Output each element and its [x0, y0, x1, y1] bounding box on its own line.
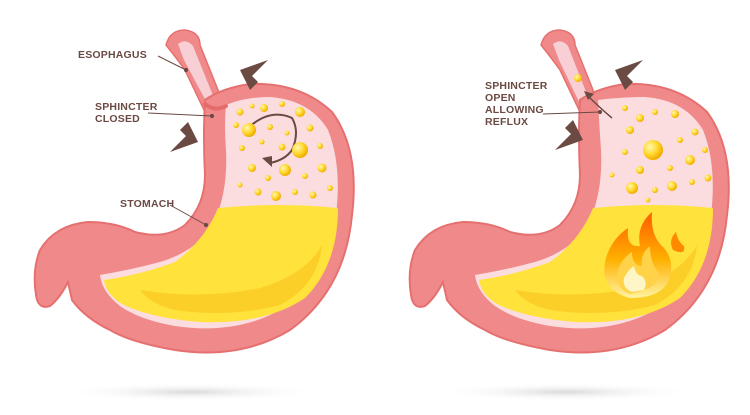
left-shadow [60, 383, 320, 401]
stomach-closed [33, 29, 355, 354]
right-shadow [435, 383, 695, 401]
leader-lines-left [147, 55, 215, 228]
label-sphincter-open: SPHINCTER OPEN ALLOWING REFLUX [485, 80, 548, 128]
label-stomach: STOMACH [120, 198, 175, 210]
arrow-icon [170, 122, 198, 152]
swirl-arrow [247, 113, 297, 164]
flame-icon [604, 212, 685, 298]
leader-lines-right [542, 109, 603, 115]
arrow-icon [555, 120, 583, 150]
label-esophagus: ESOPHAGUS [78, 49, 147, 61]
bubbles-left [233, 101, 333, 201]
bubbles-right [574, 74, 712, 203]
stomach-open [408, 29, 730, 354]
arrow-icon [615, 60, 643, 90]
arrow-icon [240, 60, 268, 90]
label-sphincter-closed: SPHINCTER CLOSED [95, 101, 158, 125]
